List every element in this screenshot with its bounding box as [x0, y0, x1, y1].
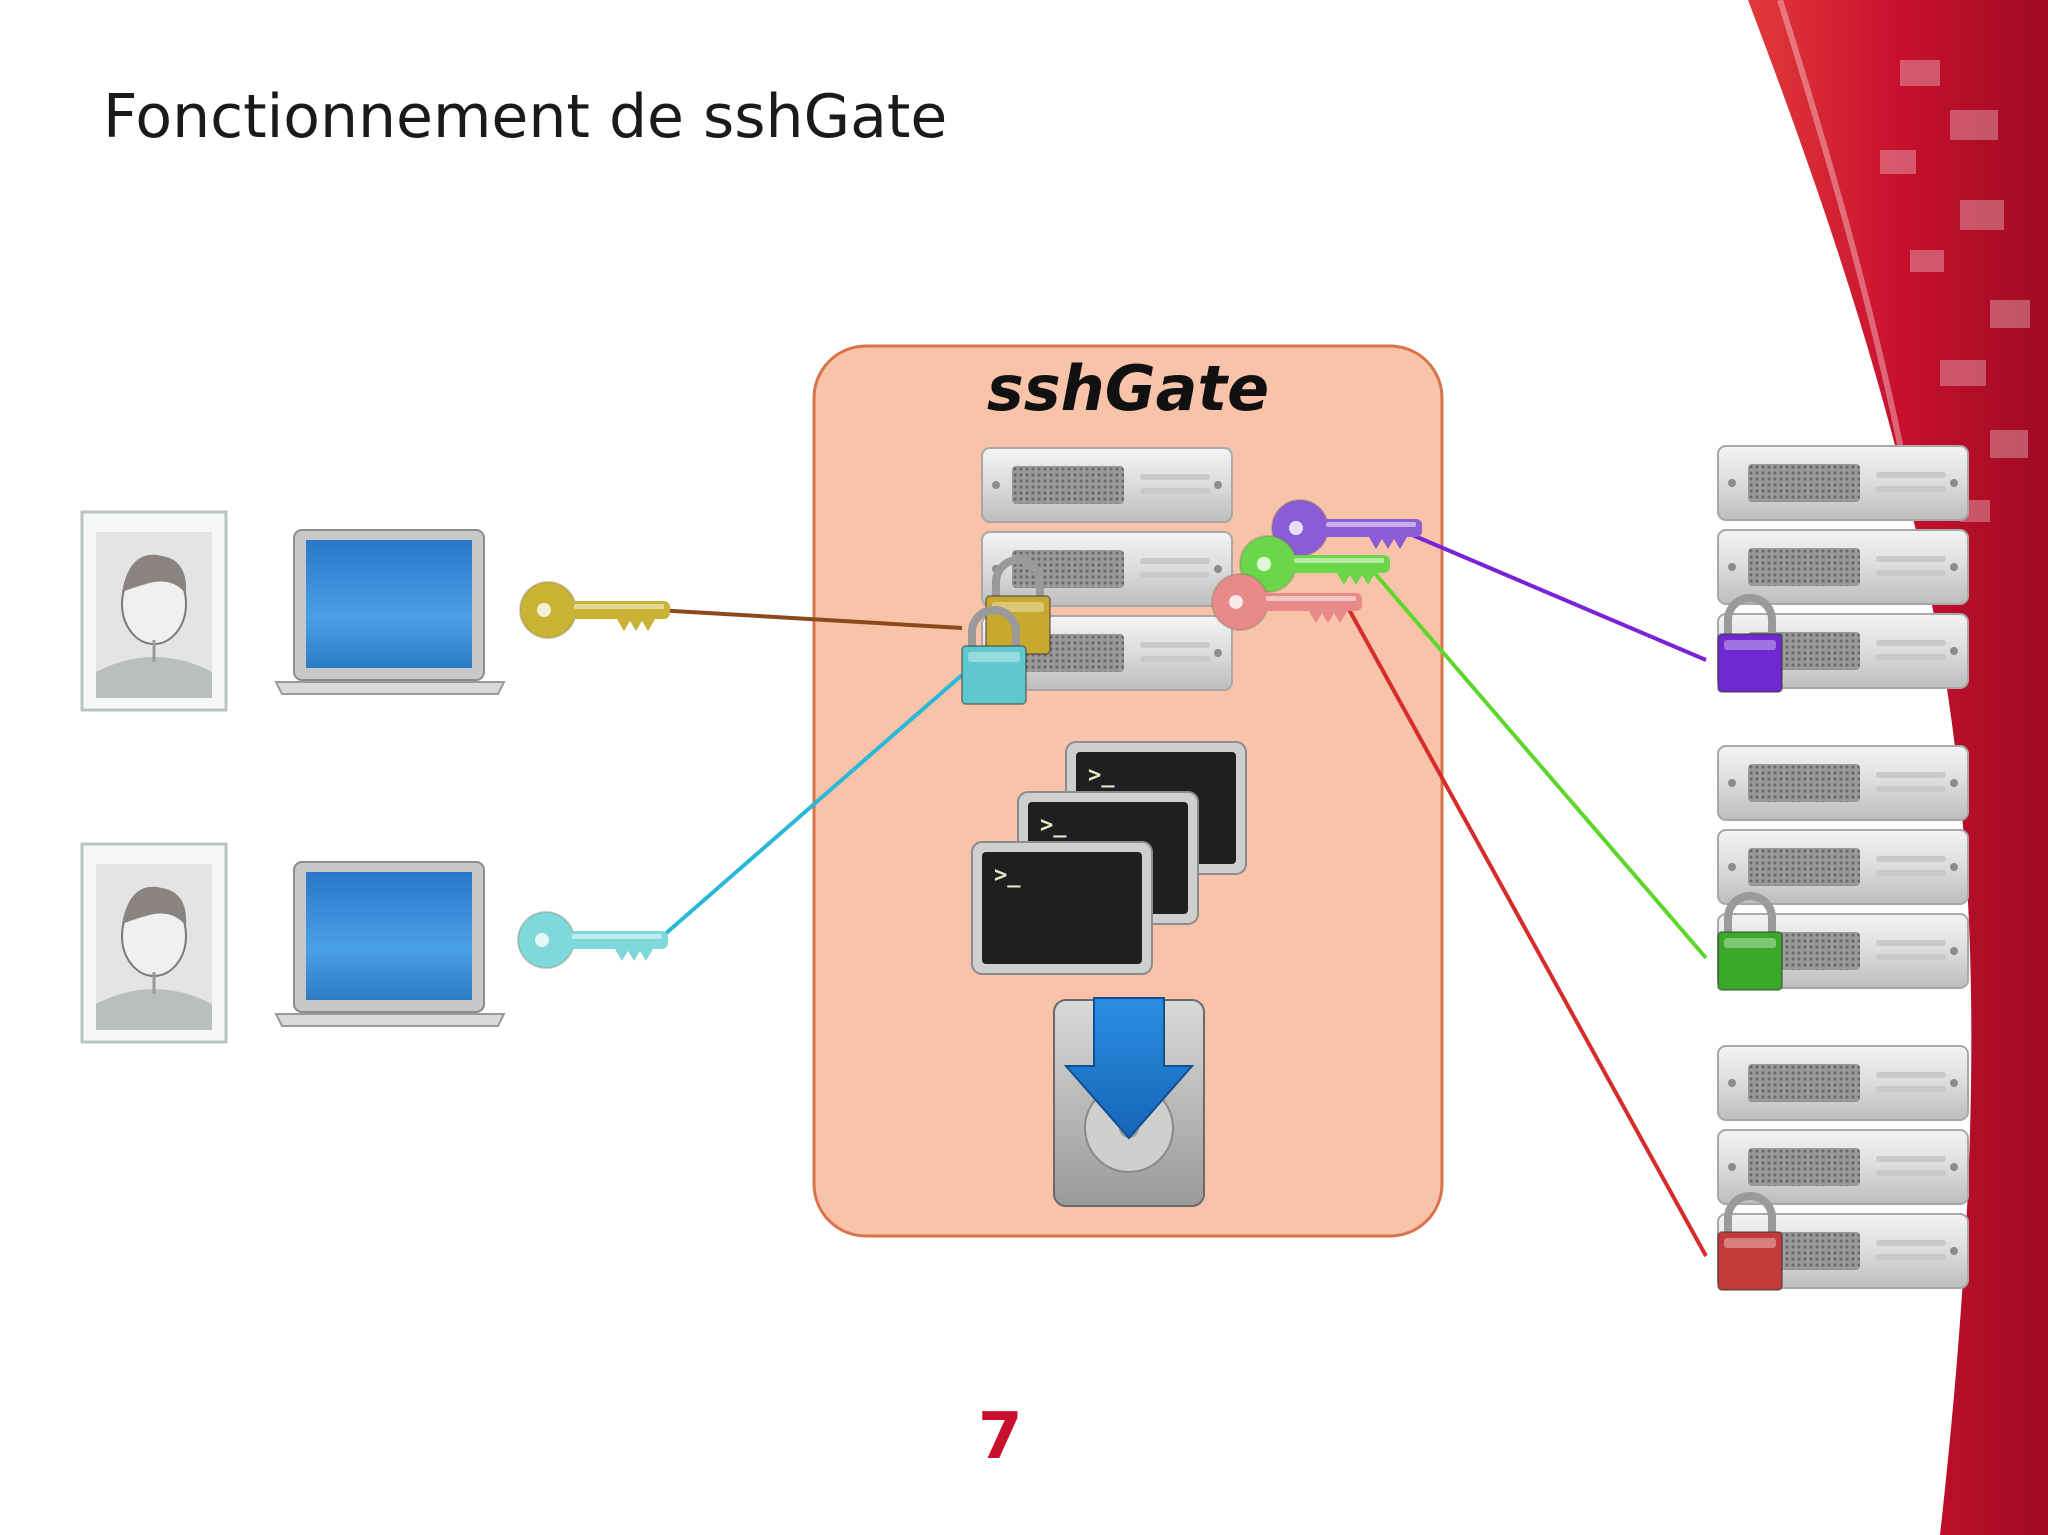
- connection-lines: [654, 532, 1708, 1257]
- line-red-target3: [1344, 603, 1708, 1257]
- slide-title: Fonctionnement de sshGate: [103, 82, 948, 152]
- key-cyan-icon: [517, 911, 669, 969]
- user-1: [80, 510, 671, 712]
- user-avatar-icon: [80, 510, 228, 712]
- line-green-target2: [1370, 568, 1708, 960]
- server-red: [1718, 1046, 1968, 1290]
- user-avatar-icon: [80, 842, 228, 1044]
- line-cyan-user2: [654, 673, 964, 944]
- decorative-red-wave: [1748, 0, 2048, 1535]
- server-purple: [1718, 446, 1968, 692]
- laptop-icon: [275, 529, 505, 695]
- line-gold-user1: [655, 608, 963, 630]
- laptop-icon: [275, 861, 505, 1027]
- lock-purple-icon: [1718, 598, 1782, 692]
- page-number: 7: [978, 1400, 1023, 1474]
- user-2: [80, 842, 669, 1044]
- hard-drive-download-icon: [1053, 997, 1205, 1207]
- lock-red-icon: [1718, 1196, 1782, 1290]
- server-green: [1718, 746, 1968, 990]
- gateway-label: sshGate: [986, 352, 1270, 425]
- line-purple-target1: [1409, 532, 1707, 662]
- lock-green-icon: [1718, 896, 1782, 990]
- key-gold-icon: [519, 581, 671, 639]
